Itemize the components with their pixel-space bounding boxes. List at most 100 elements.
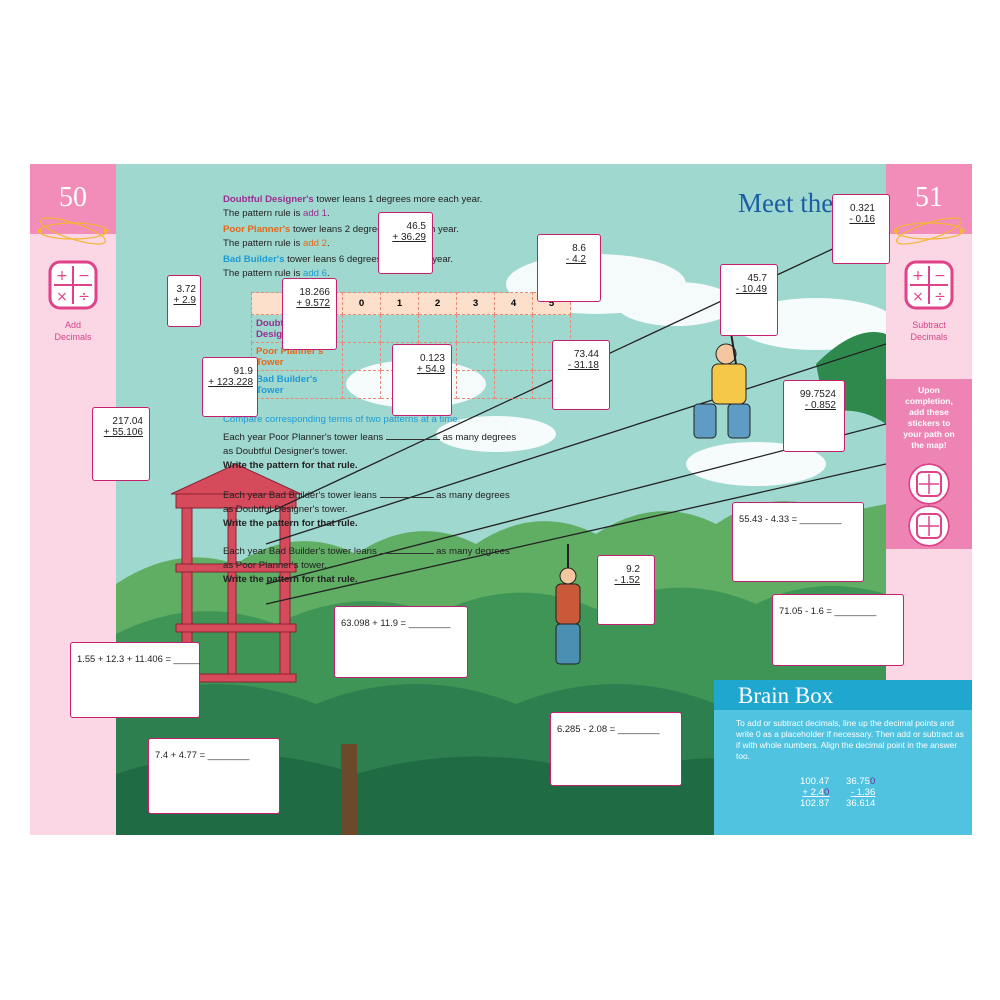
- answer-cell[interactable]: [494, 370, 533, 399]
- card-top-number: 0.321: [849, 203, 875, 214]
- compare-q2: Each year Bad Builder's tower leans as m…: [223, 490, 510, 501]
- card-bottom-number: - 4.2: [565, 254, 586, 265]
- svg-text:÷: ÷: [934, 289, 946, 305]
- card-top-number: 8.6: [572, 243, 586, 254]
- brain-box-text: To add or subtract decimals, line up the…: [736, 718, 964, 761]
- card-bottom-number: - 10.49: [735, 284, 767, 295]
- compare-q2-b: as many degrees: [436, 490, 510, 501]
- card-top-number: 46.5: [406, 221, 426, 232]
- answer-cell[interactable]: [418, 314, 457, 343]
- problem-card[interactable]: 8.6 - 4.2: [537, 234, 601, 302]
- svg-text:−: −: [78, 268, 90, 284]
- calculator-operations-icon: + − × ÷: [904, 260, 954, 310]
- pattern-table: Year 0 1 2 3 4 5 Doubtful Designer's Tow…: [251, 292, 571, 399]
- brain-box: Brain Box To add or subtract decimals, l…: [714, 680, 972, 835]
- brain-box-example-subtraction: 36.750 - 1.36 36.614: [846, 776, 875, 809]
- table-header-cell: 3: [456, 292, 495, 315]
- pattern-rule-3: The pattern rule is add 6.: [223, 268, 330, 279]
- answer-blank[interactable]: [379, 497, 434, 498]
- answer-cell[interactable]: [456, 370, 495, 399]
- page-number: 50: [59, 182, 87, 213]
- placeholder-zero: 0: [824, 787, 830, 798]
- card-bottom-number: - 1.52: [614, 575, 640, 586]
- page-number: 51: [915, 182, 943, 213]
- answer-cell[interactable]: [494, 342, 533, 371]
- problem-card[interactable]: 99.7524 - 0.852: [783, 380, 845, 452]
- compare-q1: Each year Poor Planner's tower leans as …: [223, 432, 516, 443]
- equation-card[interactable]: 7.4 + 4.77 = ________: [148, 738, 280, 814]
- rule-2-value: add 2: [303, 238, 328, 249]
- rule-3-prefix: The pattern rule is: [223, 268, 303, 279]
- calculator-sticker-icon[interactable]: [908, 463, 950, 505]
- equation-card[interactable]: 55.43 - 4.33 = ________: [732, 502, 864, 582]
- brain-box-title: Brain Box: [738, 683, 834, 708]
- equation-card[interactable]: 71.05 - 1.6 = ________: [772, 594, 904, 666]
- answer-cell[interactable]: [532, 314, 571, 343]
- brain-box-title-bar: Brain Box: [714, 680, 972, 710]
- answer-cell[interactable]: [456, 342, 495, 371]
- problem-card[interactable]: 0.321 - 0.16: [832, 194, 890, 264]
- card-top-number: 9.2: [626, 564, 640, 575]
- equation-card[interactable]: 1.55 + 12.3 + 11.406 = _____: [70, 642, 200, 718]
- atom-orbit-icon: [893, 217, 965, 245]
- left-side-strip: 50 + − × ÷ Add Decimals: [30, 164, 116, 835]
- pattern-line-2: Poor Planner's tower leans 2 degrees mor…: [223, 224, 459, 235]
- sticker-reminder-text: Upon completion, add these stickers to y…: [903, 385, 955, 450]
- card-top-number: 99.7524: [799, 389, 836, 400]
- problem-card[interactable]: 91.9 + 123.228: [202, 357, 258, 417]
- card-top-number: 0.123: [419, 353, 445, 364]
- answer-cell[interactable]: [342, 314, 381, 343]
- pattern-line-1-text: tower leans 1 degrees more each year.: [313, 194, 483, 205]
- svg-text:−: −: [934, 268, 946, 284]
- problem-card[interactable]: 3.72 + 2.9: [167, 275, 201, 327]
- example-top: 100.47: [800, 776, 830, 787]
- example-answer: 36.614: [846, 798, 876, 809]
- table-row: Doubtful Designer's Tower: [251, 314, 571, 343]
- answer-blank[interactable]: [385, 439, 440, 440]
- card-bottom-number: + 9.572: [296, 298, 330, 309]
- pattern-line-3: Bad Builder's tower leans 6 degrees more…: [223, 254, 453, 265]
- problem-card[interactable]: 46.5 + 36.29: [378, 212, 433, 274]
- brain-box-example-addition: 100.47 + 2.40 102.87: [800, 776, 829, 809]
- card-bottom-number: - 0.852: [804, 400, 836, 411]
- rule-1-value: add 1: [303, 208, 328, 219]
- answer-cell[interactable]: [342, 370, 381, 399]
- problem-card[interactable]: 73.44 - 31.18: [552, 340, 610, 410]
- problem-card[interactable]: 45.7 - 10.49: [720, 264, 778, 336]
- compare-q2-c: as Doubtful Designer's tower.: [223, 504, 348, 515]
- page-heading: Meet the: [738, 188, 834, 218]
- equation-card[interactable]: 63.098 + 11.9 = ________: [334, 606, 468, 678]
- example-middle: - 1.36: [850, 787, 876, 798]
- poor-planner-name: Poor Planner's: [223, 224, 291, 235]
- answer-cell[interactable]: [380, 314, 419, 343]
- problem-card[interactable]: 0.123 + 54.9: [392, 344, 452, 416]
- problem-card[interactable]: 18.266 + 9.572: [282, 278, 337, 350]
- pattern-rule-2: The pattern rule is add 2.: [223, 238, 330, 249]
- problem-card[interactable]: 217.04 + 55.106: [92, 407, 150, 481]
- doubtful-designer-name: Doubtful Designer's: [223, 194, 314, 205]
- svg-text:÷: ÷: [78, 289, 90, 305]
- answer-cell[interactable]: [456, 314, 495, 343]
- answer-cell[interactable]: [494, 314, 533, 343]
- compare-q1-a: Each year Poor Planner's tower leans: [223, 432, 384, 443]
- card-top-number: 73.44: [573, 349, 599, 360]
- answer-blank[interactable]: [379, 553, 434, 554]
- card-bottom-number: + 123.228: [208, 377, 253, 388]
- bad-builder-name: Bad Builder's: [223, 254, 285, 265]
- rule-3-value: add 6: [303, 268, 328, 279]
- svg-text:+: +: [912, 268, 924, 284]
- rule-2-prefix: The pattern rule is: [223, 238, 303, 249]
- table-header-cell: 0: [342, 292, 381, 315]
- problem-card[interactable]: 9.2 - 1.52: [597, 555, 655, 625]
- compare-q3-c: as Poor Planner's tower.: [223, 560, 327, 571]
- card-bottom-number: + 54.9: [416, 364, 445, 375]
- calculator-sticker-icon[interactable]: [908, 505, 950, 547]
- example-top: 36.750: [846, 776, 875, 787]
- calculator-operations-icon: + − × ÷: [48, 260, 98, 310]
- answer-cell[interactable]: [342, 342, 381, 371]
- pattern-line-2-text: tower leans 2 degrees more each year.: [290, 224, 459, 235]
- card-top-number: 18.266: [299, 287, 330, 298]
- equation-card[interactable]: 6.285 - 2.08 = ________: [550, 712, 682, 786]
- pattern-line-3-text: tower leans 6 degrees more each year.: [284, 254, 453, 265]
- card-bottom-number: + 36.29: [392, 232, 426, 243]
